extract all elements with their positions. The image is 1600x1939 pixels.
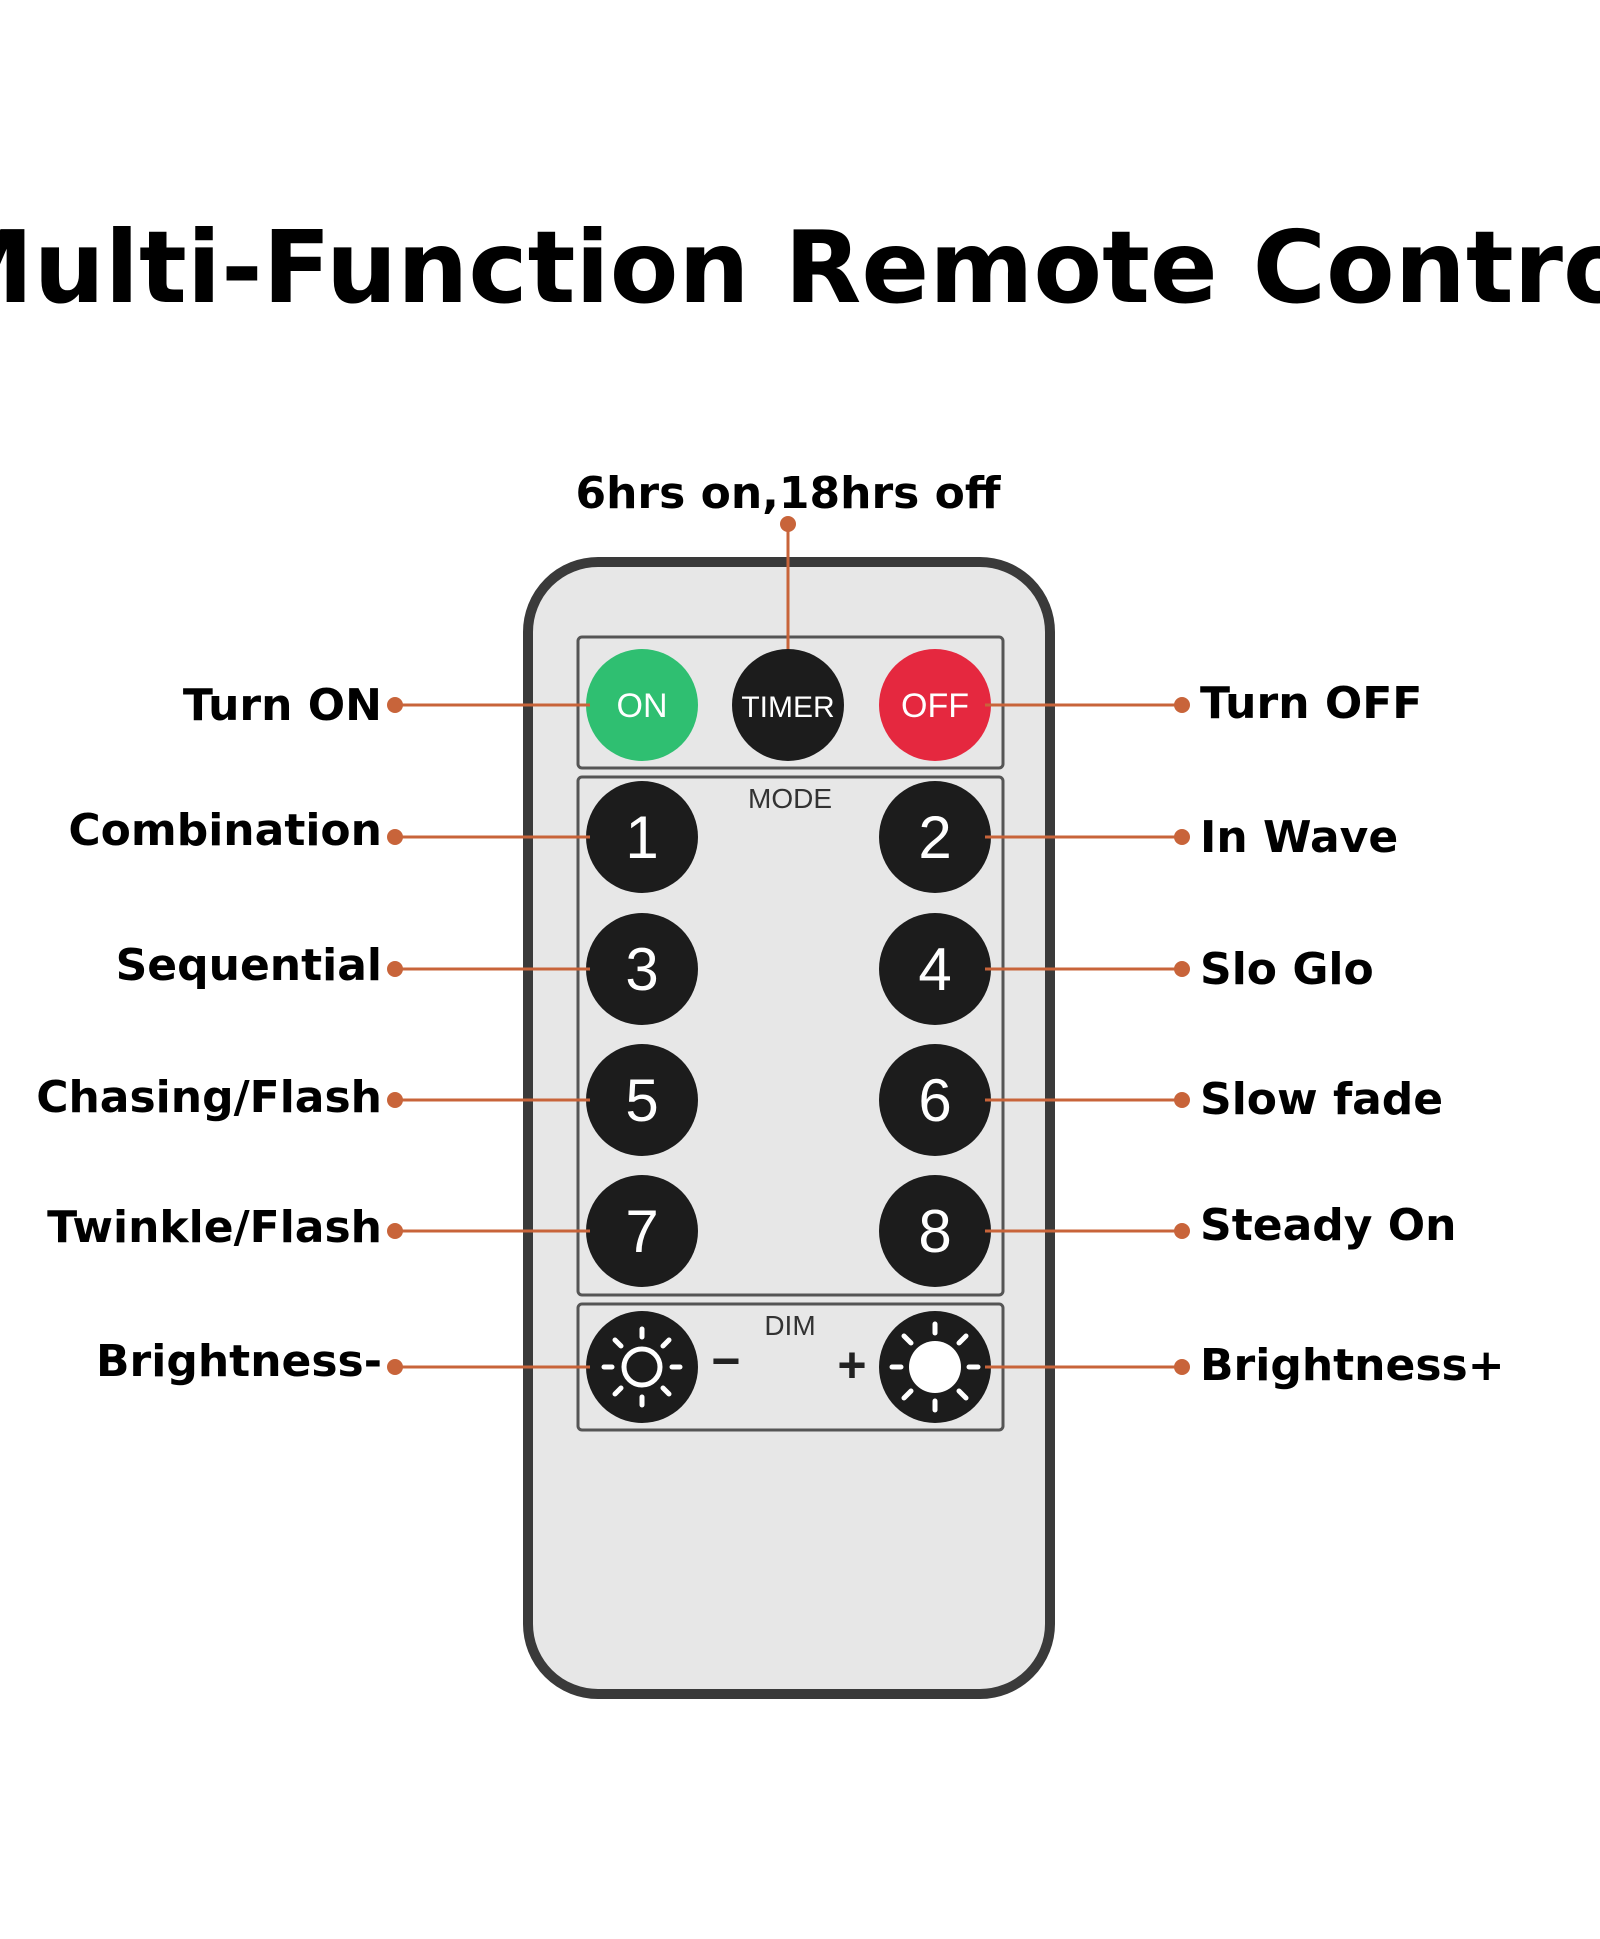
- timer-note: 6hrs on,18hrs off: [575, 468, 1001, 519]
- mode-button-3[interactable]: 3: [586, 913, 698, 1025]
- mode-button-4[interactable]: 4: [879, 913, 991, 1025]
- dim-label: DIM: [764, 1310, 815, 1341]
- timer-leader-dot: [780, 516, 796, 532]
- mode-button-2[interactable]: 2: [879, 781, 991, 893]
- diagram-title: Multi-Function Remote Control: [0, 209, 1600, 326]
- left-leaders: [387, 697, 590, 1375]
- timer-button[interactable]: TIMER: [732, 649, 844, 761]
- label-sequential: Sequential: [116, 940, 382, 991]
- on-button-label: ON: [617, 687, 668, 725]
- label-in-wave: In Wave: [1200, 812, 1398, 863]
- timer-button-label: TIMER: [741, 691, 834, 724]
- label-slow-fade: Slow fade: [1200, 1074, 1443, 1125]
- mode-label: MODE: [748, 783, 832, 814]
- brightness-up-button[interactable]: [879, 1311, 991, 1423]
- label-turn-off: Turn OFF: [1200, 678, 1422, 729]
- label-twinkle-flash: Twinkle/Flash: [47, 1202, 382, 1253]
- mode-button-5-label: 5: [625, 1067, 658, 1134]
- mode-button-8-label: 8: [918, 1198, 951, 1265]
- mode-button-6-label: 6: [918, 1067, 951, 1134]
- off-button[interactable]: OFF: [879, 649, 991, 761]
- right-leaders: [985, 697, 1190, 1375]
- top-buttons-panel: [576, 635, 1005, 770]
- off-button-label: OFF: [901, 687, 969, 725]
- label-brightness-up: Brightness+: [1200, 1340, 1505, 1391]
- mode-button-5[interactable]: 5: [586, 1044, 698, 1156]
- mode-button-4-label: 4: [918, 936, 951, 1003]
- mode-button-6[interactable]: 6: [879, 1044, 991, 1156]
- mode-panel: [576, 775, 1005, 1297]
- mode-button-3-label: 3: [625, 936, 658, 1003]
- mode-button-2-label: 2: [918, 804, 951, 871]
- label-combination: Combination: [68, 805, 382, 856]
- label-brightness-down: Brightness-: [96, 1336, 382, 1387]
- mode-button-8[interactable]: 8: [879, 1175, 991, 1287]
- mode-button-7[interactable]: 7: [586, 1175, 698, 1287]
- plus-symbol: +: [837, 1337, 866, 1393]
- mode-button-1[interactable]: 1: [586, 781, 698, 893]
- label-slo-glo: Slo Glo: [1200, 944, 1374, 995]
- mode-button-1-label: 1: [625, 804, 658, 871]
- sun-small-icon: [601, 1326, 683, 1408]
- label-steady-on: Steady On: [1200, 1200, 1456, 1251]
- brightness-down-button[interactable]: [586, 1311, 698, 1423]
- label-turn-on: Turn ON: [183, 680, 382, 731]
- label-chasing-flash: Chasing/Flash: [36, 1072, 382, 1123]
- mode-button-7-label: 7: [625, 1198, 658, 1265]
- minus-symbol: −: [711, 1333, 740, 1389]
- on-button[interactable]: ON: [586, 649, 698, 761]
- sun-large-icon: [889, 1321, 981, 1413]
